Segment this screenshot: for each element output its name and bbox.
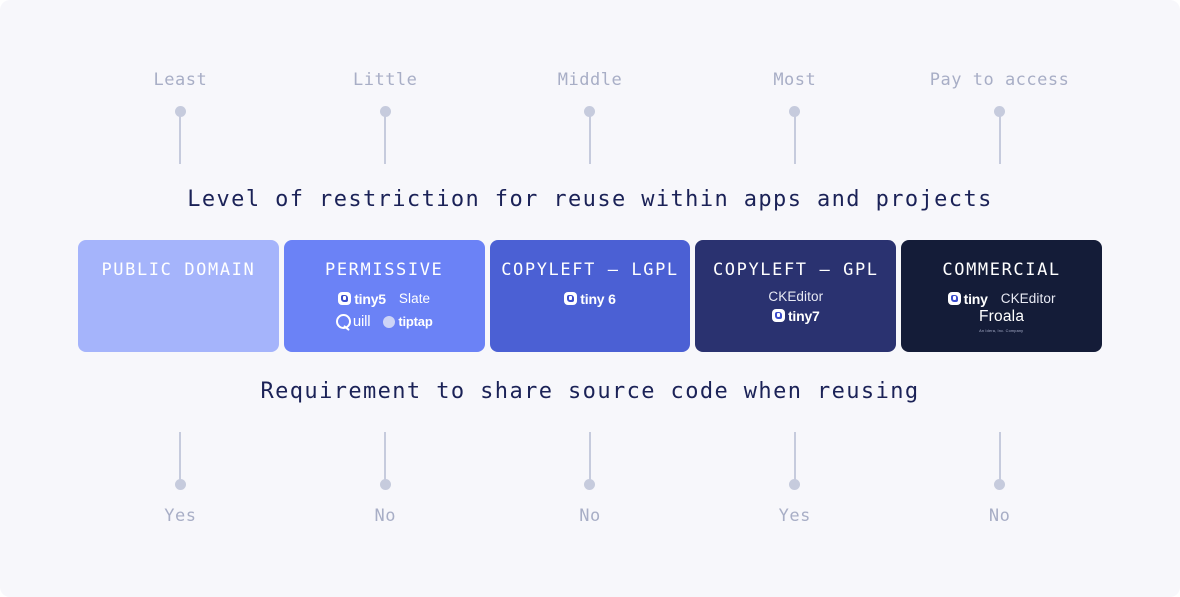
- bottom-marker-3: No: [488, 432, 693, 526]
- card-title: PERMISSIVE: [325, 260, 444, 280]
- top-marker-middle: Middle: [488, 70, 693, 164]
- pin-stem-icon: [793, 432, 796, 480]
- card-title: COPYLEFT — GPL: [712, 260, 879, 280]
- card-title: PUBLIC DOMAIN: [101, 260, 256, 280]
- pin-stem-icon: [384, 116, 387, 164]
- logo-slate: Slate: [399, 292, 430, 306]
- top-marker-label: Pay to access: [929, 70, 1070, 90]
- logo-label: tiny7: [787, 307, 820, 324]
- logo-label: uill: [352, 313, 371, 330]
- top-marker-label: Most: [773, 70, 817, 90]
- card-title: COMMERCIAL: [942, 260, 1061, 280]
- pin-stem-icon: [179, 116, 182, 164]
- logo-label: tiptap: [398, 314, 433, 329]
- logo-tiny: tiny: [947, 290, 988, 307]
- pin-dot-icon: [994, 479, 1006, 490]
- tiptap-logo-icon: [383, 315, 396, 328]
- logo-froala: Froala An Idera, Inc. Company: [978, 309, 1024, 334]
- logo-tiny6: tiny 6: [564, 290, 616, 307]
- top-marker-most: Most: [692, 70, 897, 164]
- quill-logo-icon: [335, 314, 351, 329]
- license-card-row: PUBLIC DOMAIN PERMISSIVE tiny5 Slate: [78, 240, 1102, 352]
- card-logo-group: CKEditor tiny7: [695, 289, 896, 325]
- logo-label: tiny: [963, 290, 988, 307]
- logo-label: Slate: [398, 290, 431, 306]
- pin-dot-icon: [379, 106, 391, 117]
- logo-label: CKEditor: [1000, 290, 1056, 306]
- tiny-logo-icon: [564, 292, 578, 305]
- logo-tiny5: tiny5: [338, 292, 386, 306]
- card-logo-row: uill tiptap: [335, 312, 433, 331]
- pin-stem-icon: [384, 432, 387, 480]
- pin-dot-icon: [174, 106, 186, 117]
- pin-dot-icon: [994, 106, 1006, 117]
- logo-label: Froala: [979, 307, 1025, 325]
- pin-dot-icon: [789, 106, 801, 117]
- pin-dot-icon: [789, 479, 801, 490]
- card-logo-row: Froala An Idera, Inc. Company: [978, 309, 1024, 334]
- logo-quill: uill: [335, 313, 371, 330]
- pin-stem-icon: [998, 116, 1001, 164]
- bottom-marker-2: No: [283, 432, 488, 526]
- top-marker-label: Least: [153, 70, 208, 90]
- bottom-marker-label: No: [374, 506, 396, 526]
- card-logo-row: CKEditor: [768, 289, 823, 305]
- logo-label: CKEditor: [768, 289, 824, 305]
- card-logo-row: tiny 6: [564, 289, 616, 308]
- top-marker-pay-to-access: Pay to access: [897, 70, 1102, 164]
- card-logo-row: tiny7: [771, 306, 820, 325]
- pin-dot-icon: [379, 479, 391, 490]
- bottom-marker-5: No: [897, 432, 1102, 526]
- pin-stem-icon: [998, 432, 1001, 480]
- top-caption: Level of restriction for reuse within ap…: [187, 187, 993, 212]
- card-logo-row: tiny5 Slate: [338, 289, 430, 308]
- bottom-marker-label: No: [579, 506, 601, 526]
- top-marker-label: Middle: [557, 70, 623, 90]
- logo-label: tiny 6: [580, 290, 616, 307]
- pin-dot-icon: [584, 106, 596, 117]
- logo-ckeditor: CKEditor: [768, 290, 823, 304]
- tiny-logo-icon: [771, 309, 785, 322]
- bottom-caption: Requirement to share source code when re…: [260, 379, 920, 404]
- bottom-marker-label: Yes: [778, 506, 811, 526]
- bottom-marker-4: Yes: [692, 432, 897, 526]
- license-card-copyleft-gpl[interactable]: COPYLEFT — GPL CKEditor tiny7: [695, 240, 897, 352]
- logo-tiptap: tiptap: [383, 314, 433, 329]
- pin-stem-icon: [793, 116, 796, 164]
- bottom-marker-row: Yes No No Yes No: [78, 432, 1102, 526]
- card-title: COPYLEFT — LGPL: [501, 260, 679, 280]
- top-marker-little: Little: [283, 70, 488, 164]
- card-logo-group: tiny 6: [490, 289, 691, 308]
- top-marker-least: Least: [78, 70, 283, 164]
- license-card-copyleft-lgpl[interactable]: COPYLEFT — LGPL tiny 6: [489, 240, 691, 352]
- logo-sublabel: An Idera, Inc. Company: [979, 328, 1024, 334]
- pin-stem-icon: [179, 432, 182, 480]
- pin-stem-icon: [588, 432, 591, 480]
- top-marker-label: Little: [352, 70, 418, 90]
- top-marker-row: Least Little Middle Most Pay to access: [78, 70, 1102, 164]
- license-card-public-domain[interactable]: PUBLIC DOMAIN: [78, 240, 279, 352]
- tiny-logo-icon: [947, 292, 961, 305]
- pin-stem-icon: [588, 116, 591, 164]
- card-logo-row: tiny CKEditor: [947, 289, 1056, 308]
- bottom-marker-1: Yes: [78, 432, 283, 526]
- license-card-commercial[interactable]: COMMERCIAL tiny CKEditor Froala An Idera…: [901, 240, 1102, 352]
- bottom-marker-label: No: [988, 506, 1011, 526]
- logo-tiny7: tiny7: [771, 307, 820, 324]
- card-logo-group: tiny5 Slate uill tiptap: [284, 289, 485, 331]
- pin-dot-icon: [174, 479, 186, 490]
- bottom-marker-label: Yes: [164, 506, 197, 526]
- license-card-permissive[interactable]: PERMISSIVE tiny5 Slate uill: [283, 240, 485, 352]
- card-logo-group: tiny CKEditor Froala An Idera, Inc. Comp…: [901, 289, 1102, 334]
- tiny-logo-icon: [338, 292, 352, 305]
- logo-label: tiny5: [354, 290, 386, 307]
- logo-ckeditor: CKEditor: [1001, 292, 1056, 306]
- pin-dot-icon: [584, 479, 596, 490]
